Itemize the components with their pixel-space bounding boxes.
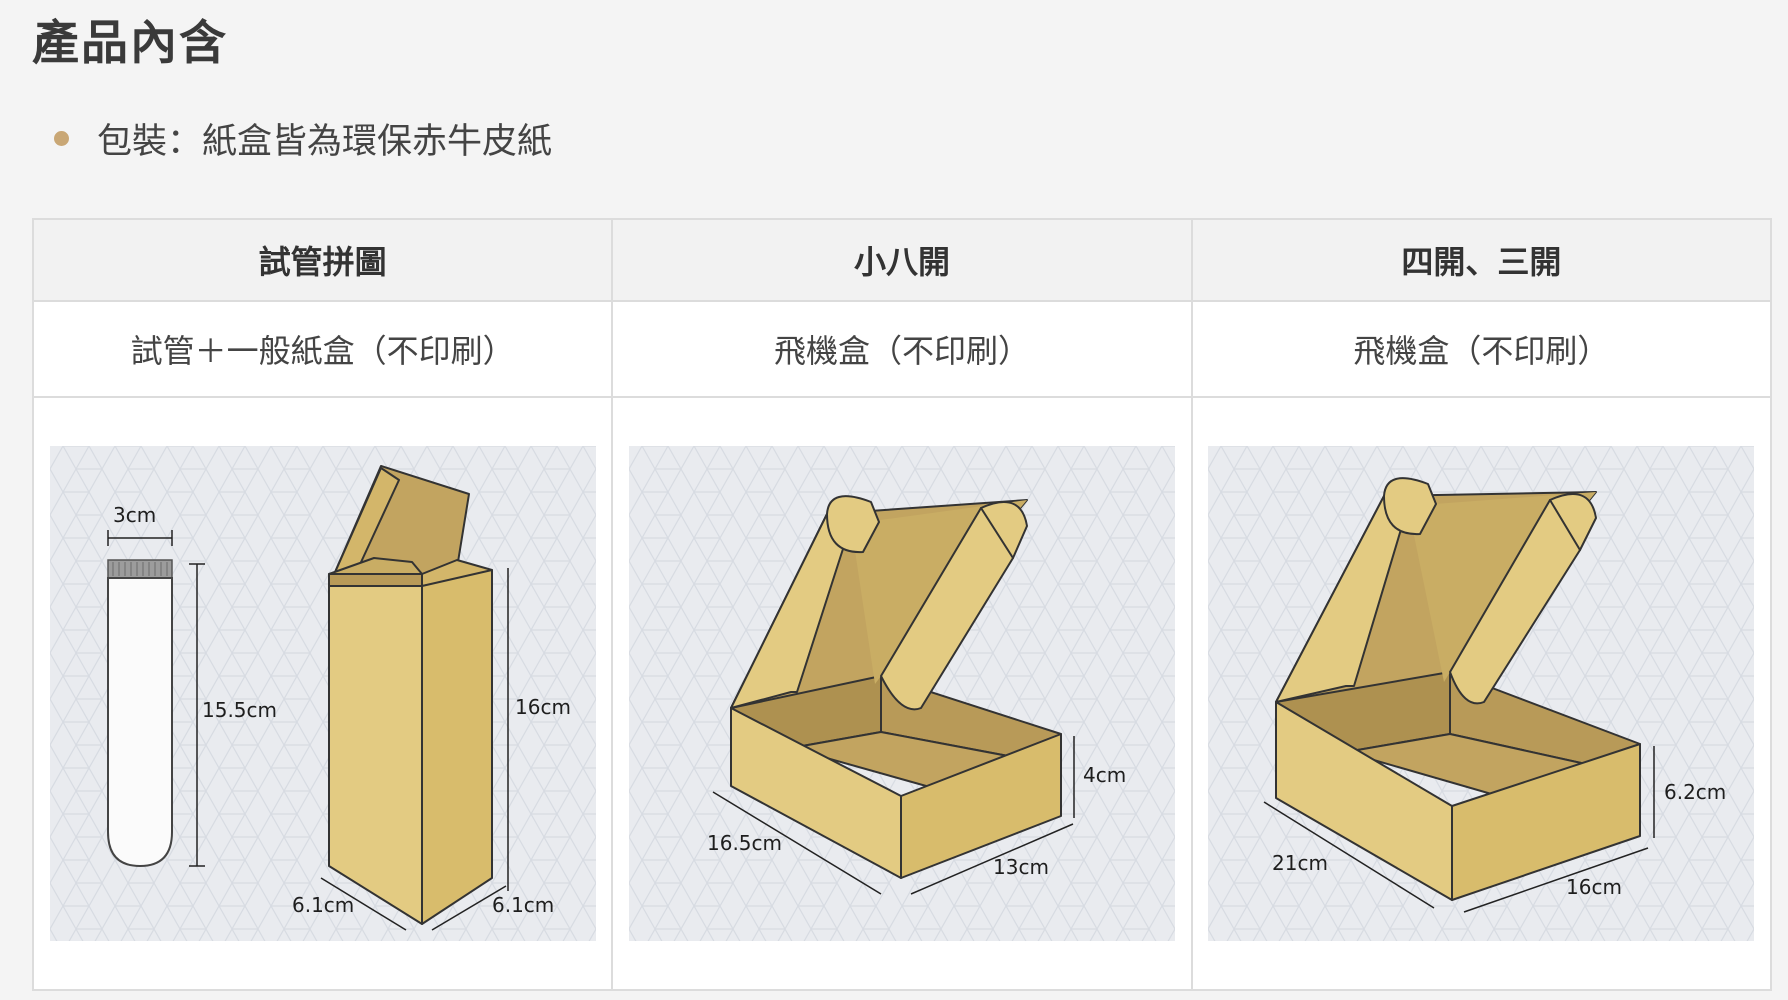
image-cell-test-tube: 3cm 15.5cm 16cm 6.1cm	[31, 396, 614, 991]
mailer-box-icon	[1275, 477, 1642, 901]
mailer-box-small-illustration: 4cm 16.5cm 13cm	[628, 446, 1175, 941]
image-cell-small-8k: 4cm 16.5cm 13cm	[611, 396, 1193, 991]
dim-tube-width: 3cm	[113, 503, 156, 527]
desc-4k-3k: 飛機盒（不印刷）	[1190, 300, 1773, 398]
dim-tube-height: 15.5cm	[202, 698, 277, 722]
mailer-box-large-illustration: 6.2cm 21cm 16cm	[1208, 446, 1755, 941]
table-image-row: 3cm 15.5cm 16cm 6.1cm	[31, 396, 1773, 991]
desc-small-8k: 飛機盒（不印刷）	[611, 300, 1193, 398]
test-tube-icon	[106, 559, 173, 868]
dim-small-height: 4cm	[1083, 763, 1126, 787]
dim-large-length: 21cm	[1272, 851, 1328, 875]
dim-box-depth: 6.1cm	[492, 893, 554, 917]
table-desc-row: 試管＋一般紙盒（不印刷） 飛機盒（不印刷） 飛機盒（不印刷）	[31, 300, 1773, 398]
dim-large-width: 16cm	[1566, 875, 1622, 899]
image-cell-4k-3k: 6.2cm 21cm 16cm	[1190, 396, 1773, 991]
packaging-note: 包裝：紙盒皆為環保赤牛皮紙	[54, 112, 552, 164]
desc-test-tube-puzzle: 試管＋一般紙盒（不印刷）	[31, 300, 614, 398]
col-header-small-8k: 小八開	[611, 218, 1193, 302]
dim-box-height: 16cm	[515, 695, 571, 719]
section-title: 產品內含	[32, 16, 228, 71]
col-header-4k-3k: 四開、三開	[1190, 218, 1773, 302]
table-header-row: 試管拼圖 小八開 四開、三開	[31, 218, 1773, 302]
product-spec-table: 試管拼圖 小八開 四開、三開 試管＋一般紙盒（不印刷） 飛機盒（不印刷） 飛機盒…	[31, 218, 1773, 991]
packaging-note-text: 包裝：紙盒皆為環保赤牛皮紙	[97, 121, 553, 162]
col-header-test-tube-puzzle: 試管拼圖	[31, 218, 614, 302]
bullet-dot-icon	[54, 130, 69, 146]
dim-large-height: 6.2cm	[1664, 780, 1726, 804]
mailer-box-icon	[729, 495, 1062, 879]
dim-box-width: 6.1cm	[292, 893, 354, 917]
test-tube-box-illustration: 3cm 15.5cm 16cm 6.1cm	[49, 446, 596, 941]
dim-small-length: 16.5cm	[707, 831, 782, 855]
dim-small-width: 13cm	[993, 855, 1049, 879]
tall-box-icon	[327, 465, 493, 925]
